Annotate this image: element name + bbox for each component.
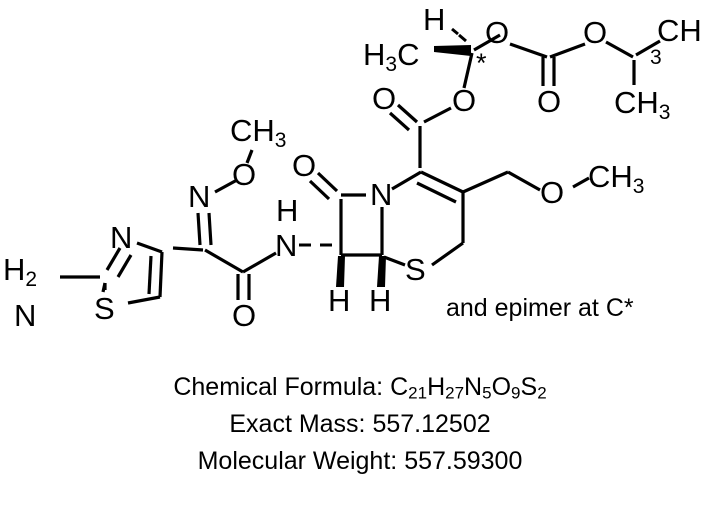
- bond-oxime-no: [214, 178, 238, 194]
- bond-ester-c-o: [423, 106, 452, 124]
- label-oxime-n: N: [188, 179, 210, 214]
- bond-carbonate-c-o2: [549, 42, 586, 59]
- formula-element: C: [390, 373, 409, 401]
- molecular-weight-value: 557.59300: [404, 447, 523, 475]
- label-ester-carbonyl-o: O: [372, 81, 396, 116]
- label-thiazole-s: S: [94, 291, 115, 326]
- bond-oxime-amide-c: [204, 248, 244, 274]
- bond-n-c3: [391, 170, 422, 191]
- label-amide-n: N: [275, 228, 297, 263]
- label-h-right: H: [369, 283, 391, 318]
- formula-element: N: [464, 373, 483, 401]
- bond-exo-o-ch3: [572, 176, 590, 189]
- hash-chiral-h-a: [458, 33, 467, 43]
- bond-c3-c4: [420, 170, 464, 194]
- bond-carbonate-o2-ch: [605, 40, 634, 59]
- formula-element: H: [427, 373, 446, 401]
- bond-ipr-ch-me1: [635, 39, 661, 57]
- bond-c2-n3-inner: [116, 254, 133, 278]
- bond-lactam-co-inner: [308, 179, 331, 201]
- label-chiral-methyl: H3C: [363, 37, 419, 75]
- bond-lactam-co: [316, 171, 339, 193]
- label-oxime-methyl: CH3: [230, 113, 286, 151]
- label-isopropyl-methyl: CH3: [614, 85, 670, 123]
- bond-amide-cn: [242, 251, 277, 274]
- label-carbonate-carbonyl-o: O: [537, 84, 561, 119]
- bond-thiazole-oxime-c: [172, 246, 204, 252]
- label-ring-s: S: [405, 252, 426, 287]
- bond-ester-co: [396, 103, 419, 124]
- formula-count: 2: [537, 383, 547, 403]
- bond-c2-n3: [105, 247, 122, 271]
- formula-element: S: [520, 373, 538, 401]
- label-carbonate-o-left: O: [485, 15, 509, 50]
- label-carbonate-o-right: O: [583, 15, 607, 50]
- hash-chiral-h-b: [451, 27, 459, 36]
- label-chiral-h: H: [423, 2, 445, 37]
- bond-c4-exo-ch2: [462, 170, 509, 194]
- chemical-formula-value: C21H27N5O9S2: [390, 373, 547, 403]
- wedge-chiral-methyl: [434, 45, 471, 56]
- label-amide-h: H: [276, 193, 298, 228]
- label-amide-o: O: [232, 298, 256, 333]
- bond-oxime-o-ch3: [245, 149, 254, 164]
- chemical-formula-line: Chemical Formula: C21H27N5O9S2: [0, 371, 720, 404]
- wedge-h-left: [336, 256, 345, 287]
- label-thiazole-n: N: [110, 220, 132, 255]
- bond-s1-c2b: [101, 282, 107, 293]
- molecular-weight-line: Molecular Weight: 557.59300: [0, 445, 720, 477]
- exact-mass-line: Exact Mass: 557.12502: [0, 408, 720, 440]
- exact-mass-value: 557.12502: [372, 410, 491, 438]
- label-oxime-o: O: [232, 157, 256, 192]
- chemical-formula-label: Chemical Formula:: [173, 373, 391, 401]
- label-isopropyl-ch-sub: 3: [650, 46, 662, 69]
- bond-carbonate-o-c: [509, 42, 548, 59]
- formula-count: 21: [408, 383, 428, 403]
- label-lactam-n: N: [370, 177, 392, 212]
- exact-mass-label: Exact Mass:: [229, 410, 373, 438]
- label-ester-o: O: [452, 83, 476, 118]
- formula-count: 9: [511, 383, 521, 403]
- bond-ch2-s: [431, 241, 464, 267]
- formula-element: O: [491, 373, 512, 401]
- bond-chiral-c-carbonate-o: [473, 33, 501, 52]
- label-amine-n: N: [14, 298, 36, 333]
- label-isopropyl-ch: CH: [657, 13, 702, 48]
- label-exo-methyl: CH3: [588, 159, 644, 197]
- bond-n3-c4: [136, 241, 163, 254]
- bond-ester-co-inner: [388, 111, 411, 132]
- molecular-weight-label: Molecular Weight:: [197, 447, 405, 475]
- bond-c4-c5-inner: [147, 255, 153, 295]
- bond-oxime-cn: [196, 212, 202, 246]
- label-amine-h2: H2: [3, 252, 37, 290]
- bond-c5-s1: [127, 295, 161, 305]
- label-exo-o: O: [540, 175, 564, 210]
- label-lactam-o: O: [292, 148, 316, 183]
- formula-count: 5: [482, 383, 492, 403]
- bond-c3-c4-inner: [416, 181, 457, 204]
- bond-ester-o-chiral-c: [462, 52, 474, 89]
- bond-oxime-cn-inner: [207, 212, 213, 246]
- formula-count: 27: [445, 383, 465, 403]
- epimer-note: and epimer at C*: [446, 294, 634, 322]
- bond-s-c5a: [383, 255, 406, 267]
- bond-exo-ch2-o: [507, 170, 541, 192]
- wedge-h-right: [377, 256, 386, 287]
- bond-c4-c5: [158, 251, 164, 298]
- label-h-left: H: [328, 283, 350, 318]
- label-chiral-star: *: [476, 48, 487, 78]
